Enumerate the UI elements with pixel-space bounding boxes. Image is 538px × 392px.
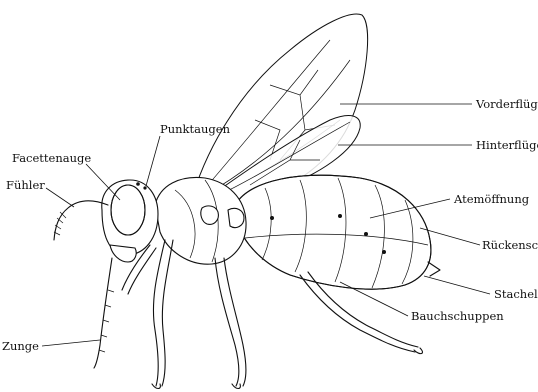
- spiracle-2: [338, 214, 342, 218]
- spiracle-3: [364, 232, 368, 236]
- label-stachel: Stachel: [494, 287, 538, 301]
- label-hinterfluegel: Hinterflügel: [476, 138, 538, 152]
- label-zunge: Zunge: [2, 339, 39, 353]
- antenna: [54, 201, 108, 240]
- label-facettenauge: Facettenauge: [12, 151, 91, 165]
- label-punktaugen: Punktaugen: [160, 122, 231, 136]
- stinger: [428, 262, 440, 276]
- leader-facettenauge: [86, 164, 120, 200]
- spiracle-1: [270, 216, 274, 220]
- label-fuehler: Fühler: [6, 178, 45, 192]
- label-rueckenschuppen: Rückenschuppen: [482, 238, 538, 252]
- leader-zunge: [42, 340, 100, 346]
- spiracle-4: [382, 250, 386, 254]
- leader-stachel: [424, 276, 490, 294]
- head: [54, 180, 158, 368]
- ocellus-1: [136, 182, 140, 186]
- label-bauchschuppen: Bauchschuppen: [411, 309, 504, 323]
- leader-punktaugen: [146, 136, 160, 186]
- thorax: [155, 177, 246, 264]
- label-atemoeffnung: Atemöffnung: [453, 192, 530, 206]
- ocellus-2: [143, 186, 146, 189]
- abdomen: [235, 175, 440, 289]
- leader-fuehler: [46, 188, 74, 207]
- label-vorderfluegel: Vorderflügel: [475, 97, 538, 111]
